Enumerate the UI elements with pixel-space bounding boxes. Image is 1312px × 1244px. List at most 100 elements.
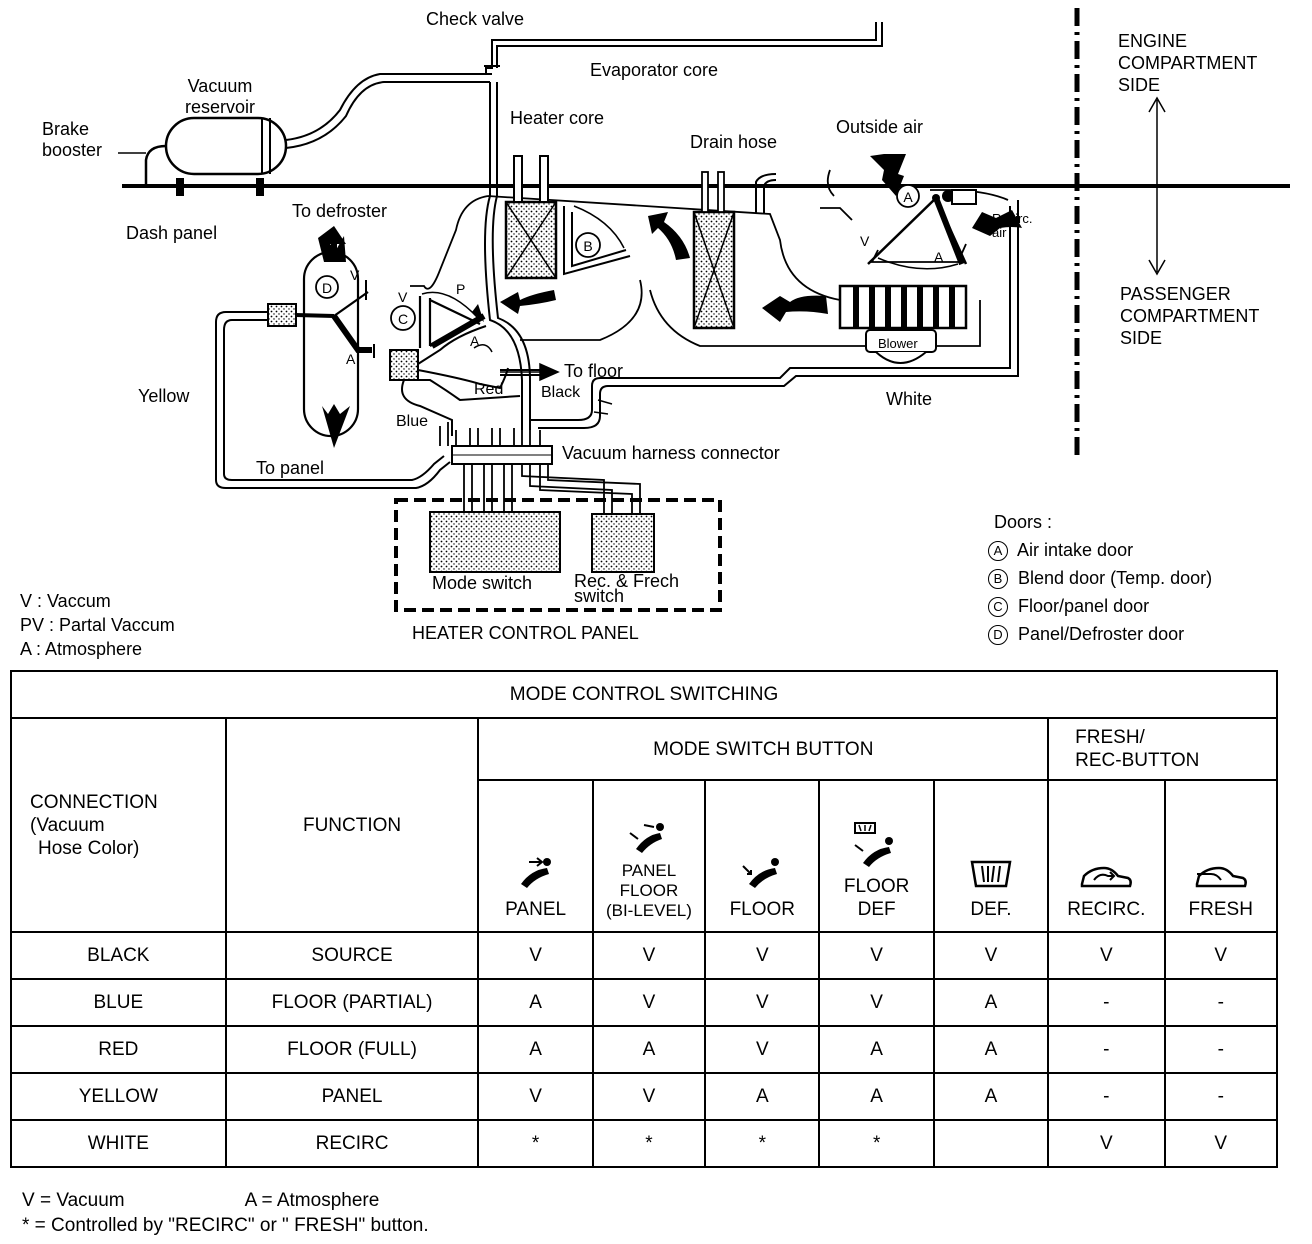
- mode-def: DEF.: [932, 779, 1050, 933]
- mode-control-table: MODE CONTROL SWITCHING CONNECTION(Vacuum…: [10, 670, 1279, 1168]
- header-fresh-rec-button: FRESH/REC-BUTTON: [1047, 717, 1278, 781]
- brake-booster: [144, 144, 167, 186]
- port-p-floor: P: [456, 281, 465, 297]
- abbrev-legend: V : Vaccum PV : Partal Vaccum A : Atmosp…: [20, 589, 175, 661]
- footer-atmosphere: A = Atmosphere: [244, 1190, 380, 1211]
- svg-text:D: D: [322, 280, 332, 296]
- heater-control-panel: [394, 498, 722, 612]
- floor-def-mode-icon: [853, 822, 893, 867]
- cell-value: A: [818, 1025, 935, 1074]
- cell-value: A: [704, 1072, 821, 1121]
- port-v-floor: V: [398, 289, 408, 305]
- cell-function: RECIRC: [224, 1119, 480, 1168]
- label-to-defroster: To defroster: [292, 201, 388, 221]
- drain-hose: [755, 173, 777, 214]
- floor-panel-door: [418, 296, 481, 348]
- cell-value: V: [1163, 1119, 1279, 1168]
- label-mode-switch: Mode switch: [432, 573, 533, 593]
- doors-legend-item: B Blend door (Temp. door): [988, 564, 1212, 592]
- cell-value: -: [1047, 1025, 1166, 1074]
- cell-connection: BLUE: [10, 978, 227, 1027]
- mode-panel: PANEL: [477, 779, 594, 933]
- cell-value: V: [477, 1072, 594, 1121]
- header-mode-switch-button: MODE SWITCH BUTTON: [477, 717, 1050, 781]
- table-row: BLUE FLOOR (PARTIAL) A V V V A - -: [10, 978, 1279, 1027]
- cell-connection: RED: [10, 1025, 227, 1074]
- cell-value: V: [704, 978, 821, 1027]
- cell-value: A: [932, 978, 1050, 1027]
- cell-value: *: [591, 1119, 707, 1168]
- vacuum-harness-connector: [439, 422, 641, 542]
- footer-vacuum: V = Vacuum: [22, 1190, 125, 1211]
- table-row: WHITE RECIRC * * * * V V: [10, 1119, 1279, 1168]
- label-to-panel: To panel: [256, 458, 325, 478]
- table-title: MODE CONTROL SWITCHING: [10, 670, 1278, 719]
- port-a-floor: A: [470, 333, 480, 349]
- cell-value: V: [477, 931, 594, 980]
- label-blue-hose: Blue: [396, 413, 429, 430]
- cell-value: V: [1047, 931, 1166, 980]
- door-marker-c: C: [390, 305, 416, 331]
- vacuum-reservoir: [164, 116, 288, 176]
- label-dash-panel: Dash panel: [126, 223, 218, 243]
- cell-function: FLOOR (PARTIAL): [224, 978, 480, 1027]
- label-heater-core: Heater core: [510, 108, 605, 128]
- mode-floor: FLOOR: [704, 779, 821, 933]
- table-row: YELLOW PANEL V V A A A - -: [10, 1072, 1279, 1121]
- cell-value: *: [477, 1119, 594, 1168]
- cell-connection: WHITE: [10, 1119, 227, 1168]
- doors-legend-item: A Air intake door: [988, 536, 1212, 564]
- actuator-c: [389, 349, 419, 381]
- defrost-mode-icon: [970, 860, 1012, 888]
- label-white-hose: White: [886, 389, 933, 409]
- cell-value: V: [591, 1072, 707, 1121]
- cell-value: A: [477, 978, 594, 1027]
- door-marker-b: B: [575, 232, 601, 258]
- recirc-car-icon: [1081, 866, 1133, 888]
- cell-value: V: [704, 1025, 821, 1074]
- label-to-floor: To floor: [564, 361, 624, 381]
- vacuum-system-diagram: A B C D V A V P A V A: [118, 8, 1290, 612]
- table-row: BLACK SOURCE V V V V V V V: [10, 931, 1279, 980]
- svg-text:B: B: [583, 238, 592, 254]
- panel-defroster-duct: [302, 226, 375, 448]
- cell-value: A: [477, 1025, 594, 1074]
- abbrev-pv: PV : Partal Vaccum: [20, 615, 175, 635]
- cell-value: *: [704, 1119, 821, 1168]
- blower: [838, 284, 968, 364]
- fresh-car-icon: [1195, 866, 1247, 888]
- port-a-defroster: A: [346, 351, 356, 367]
- cell-value: -: [1163, 1025, 1279, 1074]
- cell-value: [932, 1119, 1050, 1168]
- svg-text:C: C: [398, 311, 408, 327]
- header-function: FUNCTION: [224, 717, 480, 933]
- door-marker-d: D: [315, 275, 339, 299]
- label-vacuum-harness-connector: Vacuum harness connector: [562, 443, 780, 463]
- cell-value: V: [818, 931, 935, 980]
- cell-value: V: [1163, 931, 1279, 980]
- abbrev-v: V : Vaccum: [20, 591, 111, 611]
- cell-value: A: [932, 1025, 1050, 1074]
- label-check-valve: Check valve: [426, 9, 525, 29]
- label-outside-air: Outside air: [836, 117, 924, 137]
- svg-text:A: A: [903, 189, 913, 205]
- label-evaporator-core: Evaporator core: [590, 60, 719, 80]
- cell-value: -: [1163, 978, 1279, 1027]
- floor-mode-icon: [742, 858, 780, 888]
- doors-legend-item: C Floor/panel door: [988, 592, 1212, 620]
- label-drain-hose: Drain hose: [690, 132, 778, 152]
- cell-function: FLOOR (FULL): [224, 1025, 480, 1074]
- heater-core: [504, 155, 558, 280]
- cell-value: V: [1047, 1119, 1166, 1168]
- cell-value: V: [704, 931, 821, 980]
- label-recirc-air: Recirc.air: [992, 211, 1033, 240]
- actuator-d: [267, 303, 297, 327]
- cell-value: -: [1047, 978, 1166, 1027]
